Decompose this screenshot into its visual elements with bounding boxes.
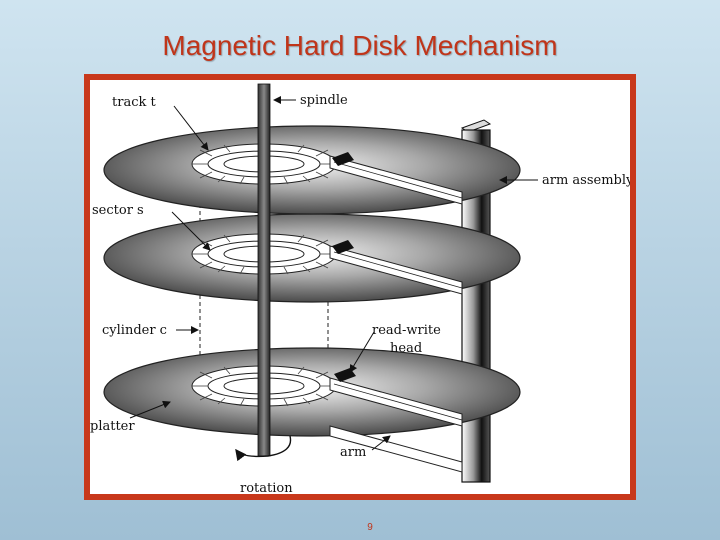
label-track: track t	[112, 95, 156, 110]
arm-top	[329, 152, 463, 205]
label-arm: arm	[340, 445, 366, 460]
label-arm-assembly: arm assembly	[542, 173, 630, 188]
leader-read-write-head	[349, 331, 375, 373]
arm-bottom	[329, 368, 463, 473]
leader-sector	[171, 211, 211, 251]
page-number: 9	[367, 522, 373, 533]
platter-bottom	[103, 347, 521, 437]
label-read-write: read-write	[372, 323, 441, 338]
leader-track	[173, 105, 209, 151]
leader-platter	[129, 400, 171, 419]
label-spindle: spindle	[300, 93, 348, 108]
label-head: head	[390, 341, 422, 356]
label-rotation: rotation	[240, 481, 293, 494]
disk-diagram: track t spindle arm assembly sector s cy…	[90, 80, 630, 494]
slide-title: Magnetic Hard Disk Mechanism	[162, 30, 558, 61]
leader-arm	[371, 435, 391, 451]
rotation-arrow	[235, 435, 292, 462]
label-platter: platter	[90, 419, 135, 434]
figure-frame: track t spindle arm assembly sector s cy…	[84, 74, 636, 500]
label-cylinder: cylinder c	[102, 323, 167, 338]
arm-middle	[329, 240, 463, 295]
label-sector: sector s	[92, 203, 144, 218]
spindle	[257, 83, 271, 457]
